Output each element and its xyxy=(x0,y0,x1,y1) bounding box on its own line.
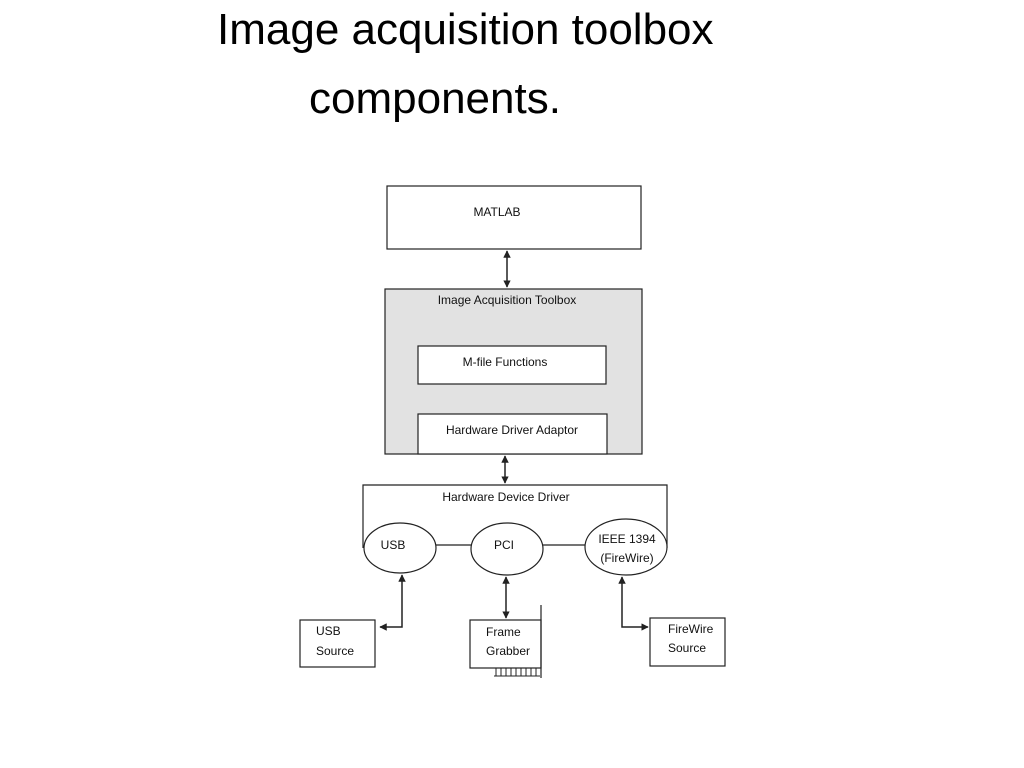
mfile-functions-label: M-file Functions xyxy=(463,355,548,369)
title-line-1: Image acquisition toolbox xyxy=(217,5,714,54)
frame-grabber-card: Frame Grabber xyxy=(469,605,542,678)
toolbox-label: Image Acquisition Toolbox xyxy=(438,293,577,307)
mfile-functions-box xyxy=(417,345,607,385)
matlab-label: MATLAB xyxy=(473,205,520,219)
firewire-source-label-line2: Source xyxy=(668,641,706,655)
title-line-2: components. xyxy=(309,74,561,123)
driver-adaptor-box xyxy=(417,413,608,455)
ieee1394-ellipse xyxy=(584,518,668,576)
frame-grabber-label-line2: Grabber xyxy=(486,644,530,658)
pci-ellipse xyxy=(470,522,544,576)
firewire-source-rect xyxy=(649,617,726,667)
device-driver-bracket xyxy=(362,484,668,548)
ieee1394-label-line2: (FireWire) xyxy=(600,551,653,565)
frame-grabber-rect xyxy=(469,619,542,669)
usb-source-label-line2: Source xyxy=(316,644,354,658)
matlab-box: MATLAB xyxy=(386,185,642,250)
matlab-box-rect xyxy=(386,185,642,250)
usb-source-rect xyxy=(299,619,376,668)
usb-ellipse xyxy=(363,522,437,574)
arrow-usb-source xyxy=(379,574,406,631)
pci-label: PCI xyxy=(494,538,514,552)
usb-source-label-line1: USB xyxy=(316,624,341,638)
toolbox-box: Image Acquisition Toolbox M-file Functio… xyxy=(384,288,643,455)
device-driver-label: Hardware Device Driver xyxy=(442,490,569,504)
frame-grabber-label-line1: Frame xyxy=(486,625,521,639)
usb-source-box: USB Source xyxy=(299,619,376,668)
ieee1394-label-line1: IEEE 1394 xyxy=(598,532,656,546)
firewire-source-box: FireWire Source xyxy=(649,617,726,667)
arrow-ieee-firewire-source xyxy=(618,576,649,631)
usb-label: USB xyxy=(381,538,406,552)
firewire-source-label-line1: FireWire xyxy=(668,622,714,636)
device-driver-group: Hardware Device Driver USB PCI IEEE 1394… xyxy=(362,484,668,576)
driver-adaptor-label: Hardware Driver Adaptor xyxy=(446,423,578,437)
